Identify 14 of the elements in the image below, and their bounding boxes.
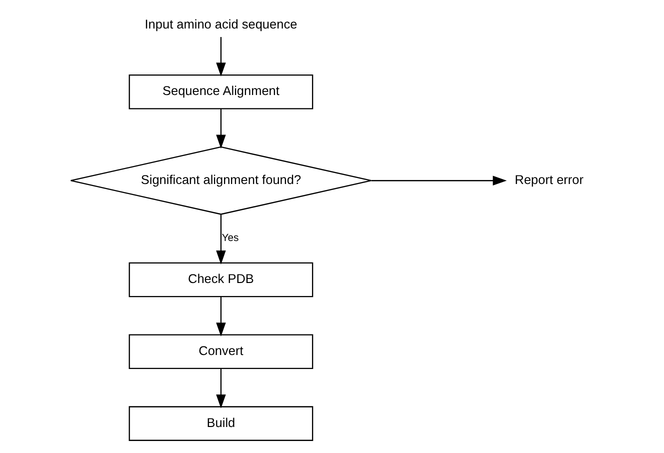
node-diamond: Significant alignment found? [70, 146, 372, 214]
arrow [216, 214, 226, 264]
node-text: Input amino acid sequence [144, 16, 298, 31]
arrow [216, 368, 226, 408]
arrow [216, 108, 226, 148]
node-text: Report error [514, 171, 584, 186]
node-box: Check PDB [128, 262, 314, 297]
edge-label: Yes [222, 232, 239, 244]
arrow [216, 36, 226, 76]
node-box: Build [128, 406, 314, 440]
arrow [216, 296, 226, 336]
node-box: Sequence Alignment [128, 74, 314, 109]
arrow [371, 175, 507, 185]
node-box: Convert [128, 334, 314, 369]
